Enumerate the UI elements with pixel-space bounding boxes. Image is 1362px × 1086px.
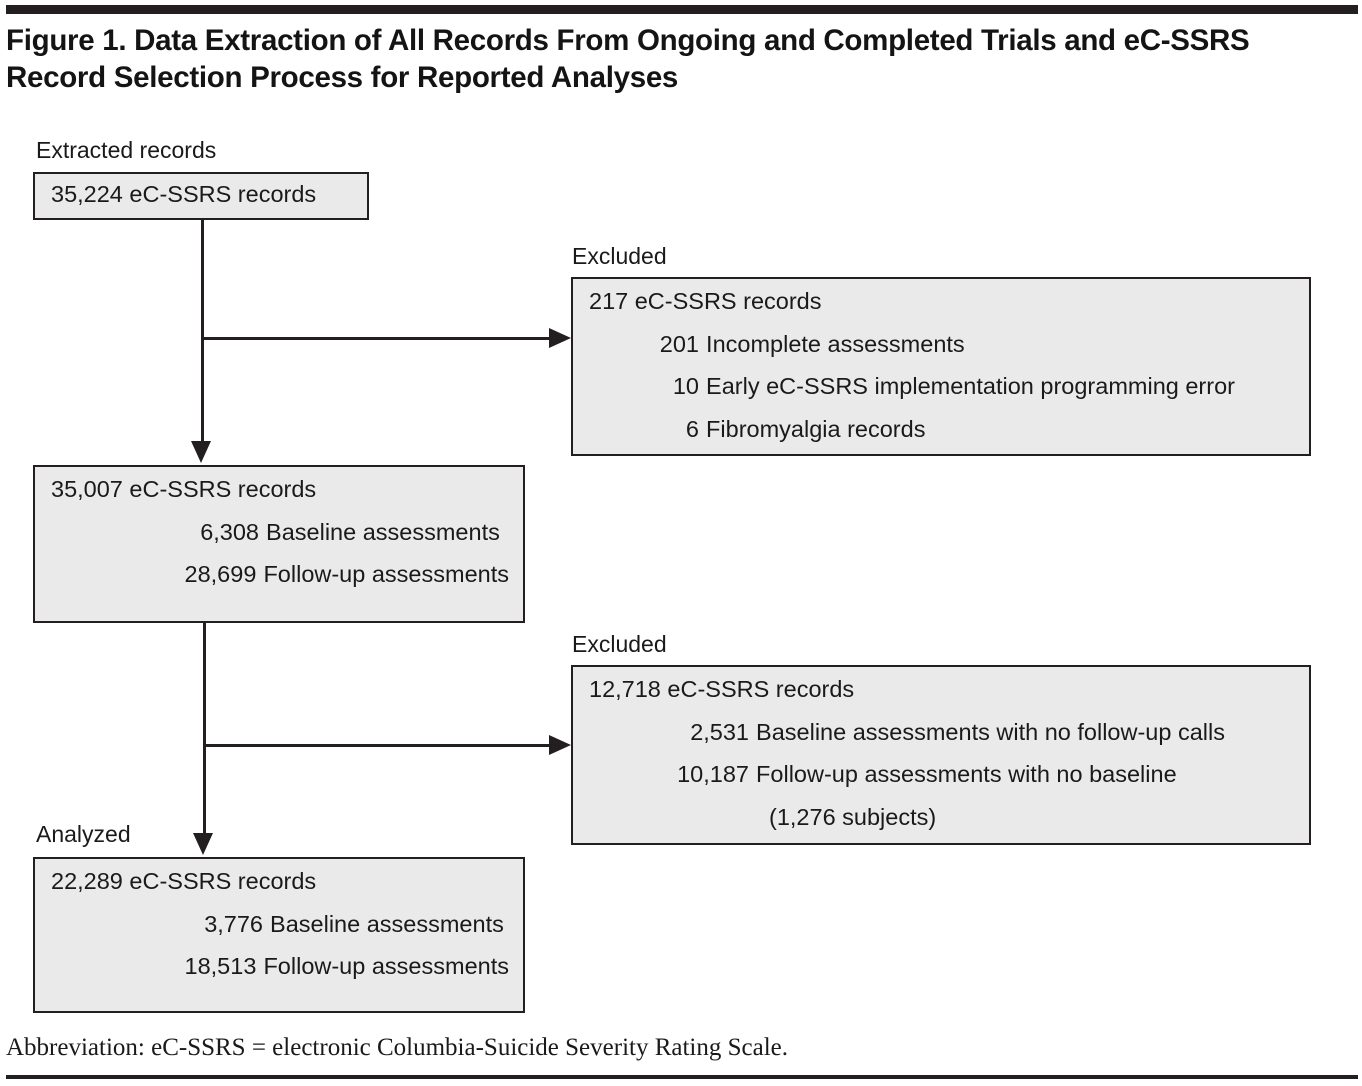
node-sub-line: 3,776 Baseline assessments: [51, 910, 509, 937]
node-analyzed-records: 22,289 eC-SSRS records 3,776 Baseline as…: [33, 857, 525, 1013]
sub-number: 10: [672, 373, 699, 399]
node-content: 12,718 eC-SSRS records 2,531 Baseline as…: [573, 667, 1309, 829]
sub-number: 6,308: [200, 518, 259, 545]
node-step2-records: 35,007 eC-SSRS records 6,308 Baseline as…: [33, 465, 525, 623]
node-content: 22,289 eC-SSRS records 3,776 Baseline as…: [35, 859, 523, 979]
sub-text: Follow-up assessments: [263, 953, 509, 979]
connector-to-excluded-1-arrowhead-icon: [549, 328, 571, 348]
sub-number: 3,776: [204, 910, 263, 937]
node-content: 35,007 eC-SSRS records 6,308 Baseline as…: [35, 467, 523, 587]
bottom-rule: [6, 1075, 1358, 1079]
node-sub-line: 6 Fibromyalgia records: [589, 415, 1295, 442]
sub-text: Fibromyalgia records: [706, 415, 926, 442]
sub-text: Baseline assessments: [266, 518, 500, 545]
node-head-line: 35,007 eC-SSRS records: [51, 476, 317, 502]
connector-extracted-to-step2-arrowhead-icon: [191, 441, 211, 463]
connector-to-excluded-1-line: [201, 337, 553, 340]
node-sub-line: 201 Incomplete assessments: [589, 330, 1295, 357]
node-head-line: 217 eC-SSRS records: [589, 288, 822, 314]
sub-number: 201: [659, 330, 699, 357]
sub-text: Early eC-SSRS implementation programming…: [706, 373, 1235, 399]
connector-extracted-to-step2-line: [201, 220, 204, 445]
sub-text: Follow-up assessments with no baseline: [756, 761, 1177, 787]
caption-analyzed: Analyzed: [36, 821, 131, 847]
node-content: 217 eC-SSRS records 201 Incomplete asses…: [573, 279, 1309, 441]
node-excluded-1: 217 eC-SSRS records 201 Incomplete asses…: [571, 277, 1311, 456]
sub-number: 2,531: [690, 718, 749, 745]
node-sub-line: 10 Early eC-SSRS implementation programm…: [589, 373, 1295, 399]
node-content: 35,224 eC-SSRS records: [35, 174, 367, 207]
caption-extracted-records: Extracted records: [36, 137, 217, 163]
sub-number: 10,187: [677, 761, 749, 787]
figure-title: Figure 1. Data Extraction of All Records…: [6, 24, 1250, 95]
node-sub-line: 10,187 Follow-up assessments with no bas…: [589, 761, 1295, 787]
node-continuation-line: (1,276 subjects): [769, 803, 937, 830]
sub-text: Incomplete assessments: [706, 330, 965, 357]
connector-to-excluded-2-line: [203, 744, 553, 747]
node-sub-line: 6,308 Baseline assessments: [51, 518, 509, 545]
sub-text: Follow-up assessments: [263, 561, 509, 587]
node-head-line: 12,718 eC-SSRS records: [589, 676, 855, 702]
caption-excluded-2: Excluded: [572, 631, 667, 657]
sub-text: Baseline assessments with no follow-up c…: [756, 718, 1225, 745]
caption-excluded-1: Excluded: [572, 243, 667, 269]
node-sub-line: 18,513 Follow-up assessments: [51, 953, 509, 979]
node-sub-line: 28,699 Follow-up assessments: [51, 561, 509, 587]
top-rule: [6, 5, 1358, 14]
node-head-line: 35,224 eC-SSRS records: [51, 181, 317, 207]
connector-to-excluded-2-arrowhead-icon: [549, 735, 571, 755]
connector-step2-to-analyzed-line: [203, 623, 206, 837]
node-extracted-records: 35,224 eC-SSRS records: [33, 172, 369, 220]
sub-text: Baseline assessments: [270, 910, 504, 937]
node-head-line: 22,289 eC-SSRS records: [51, 868, 317, 894]
node-excluded-2: 12,718 eC-SSRS records 2,531 Baseline as…: [571, 665, 1311, 845]
node-sub-line: 2,531 Baseline assessments with no follo…: [589, 718, 1295, 745]
figure-footnote: Abbreviation: eC-SSRS = electronic Colum…: [6, 1034, 789, 1061]
connector-step2-to-analyzed-arrowhead-icon: [193, 833, 213, 855]
sub-number: 6: [685, 415, 699, 442]
sub-number: 18,513: [184, 953, 257, 979]
sub-number: 28,699: [184, 561, 257, 587]
